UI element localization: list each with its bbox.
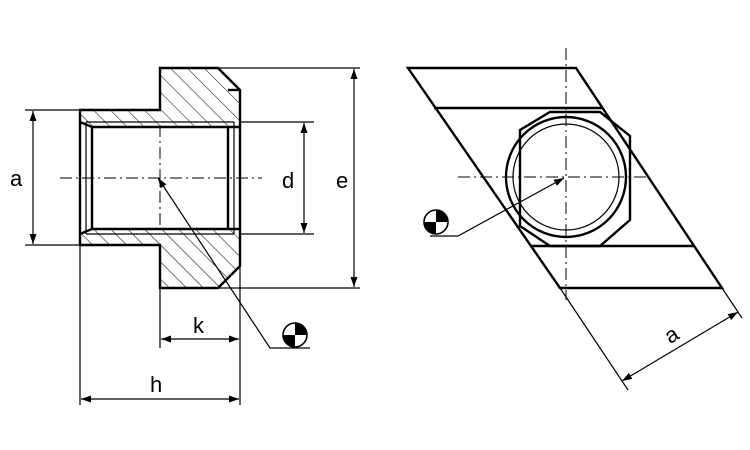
flange-outline — [518, 110, 632, 248]
label-a-left: a — [10, 166, 23, 191]
label-k: k — [193, 313, 205, 338]
label-h: h — [150, 372, 162, 397]
label-a-right: a — [660, 320, 684, 348]
body-outline — [405, 66, 725, 290]
bore-outline — [92, 125, 240, 231]
oblique-center-leader — [430, 177, 565, 237]
label-e: e — [336, 168, 348, 193]
section-view: a d e k h — [10, 66, 360, 405]
oblique-view: a — [405, 48, 743, 391]
center-mark-icon — [423, 209, 449, 235]
thread-lines — [85, 121, 235, 235]
center-leader — [157, 177, 310, 349]
center-mark-icon — [282, 322, 308, 348]
dimension-line-a-right — [621, 311, 739, 382]
extension-a-right-2 — [721, 287, 743, 319]
label-d: d — [282, 168, 294, 193]
extension-a-right-1 — [559, 287, 629, 391]
